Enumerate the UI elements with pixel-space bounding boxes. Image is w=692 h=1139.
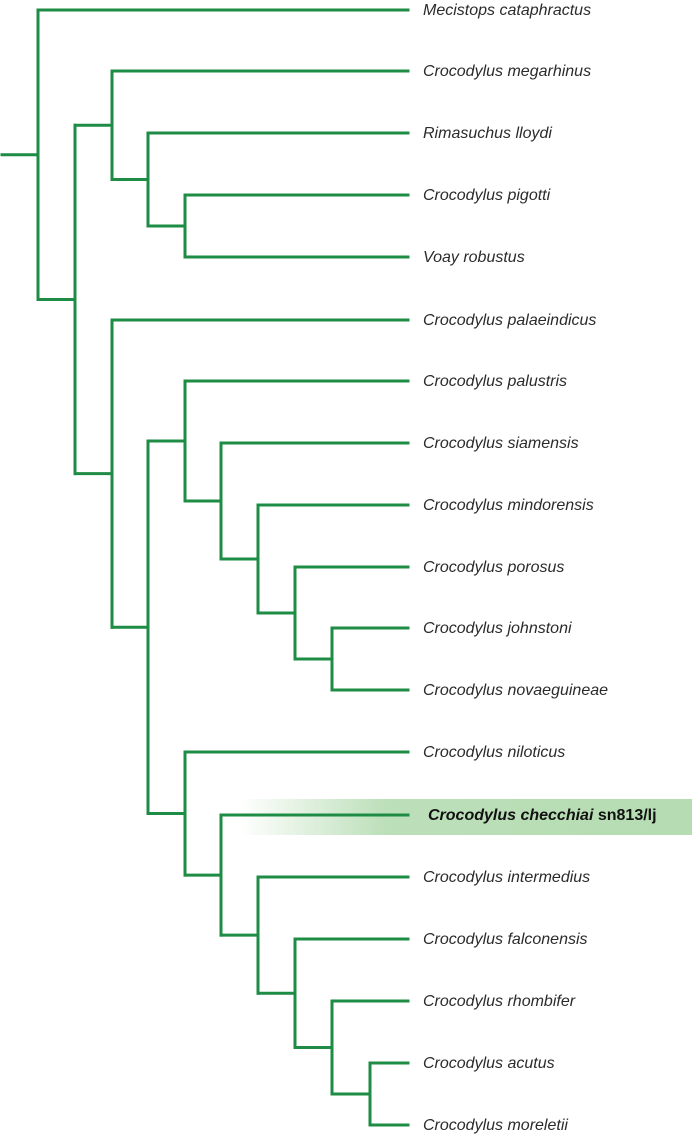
- highlighted-taxon-name: Crocodylus checchiai: [428, 807, 598, 824]
- taxon-label: Crocodylus intermedius: [423, 869, 590, 886]
- taxon-label: Crocodylus novaeguineae: [423, 682, 608, 699]
- taxon-label: Crocodylus johnstoni: [423, 620, 572, 637]
- taxon-label: Crocodylus siamensis: [423, 435, 579, 452]
- specimen-number: sn813/lj: [598, 807, 657, 824]
- taxon-label: Crocodylus niloticus: [423, 744, 565, 761]
- taxon-label: Crocodylus acutus: [423, 1055, 555, 1072]
- tree-branches: [0, 8, 410, 1127]
- taxon-label: Crocodylus moreletii: [423, 1117, 568, 1134]
- taxon-label: Crocodylus falconensis: [423, 931, 588, 948]
- taxon-label: Mecistops cataphractus: [423, 2, 591, 19]
- taxon-label: Crocodylus palaeindicus: [423, 312, 596, 329]
- taxon-label: Crocodylus porosus: [423, 559, 564, 576]
- taxon-label: Rimasuchus lloydi: [423, 125, 552, 142]
- taxon-label: Crocodylus rhombifer: [423, 993, 576, 1010]
- taxon-label: Crocodylus palustris: [423, 373, 567, 390]
- taxon-label: Crocodylus mindorensis: [423, 497, 594, 514]
- taxon-label: Crocodylus pigotti: [423, 187, 551, 204]
- taxon-label: Crocodylus megarhinus: [423, 63, 591, 80]
- taxon-label: Voay robustus: [423, 249, 525, 266]
- taxon-label-highlighted: Crocodylus checchiai sn813/lj: [428, 807, 657, 824]
- highlight-band: [240, 799, 692, 835]
